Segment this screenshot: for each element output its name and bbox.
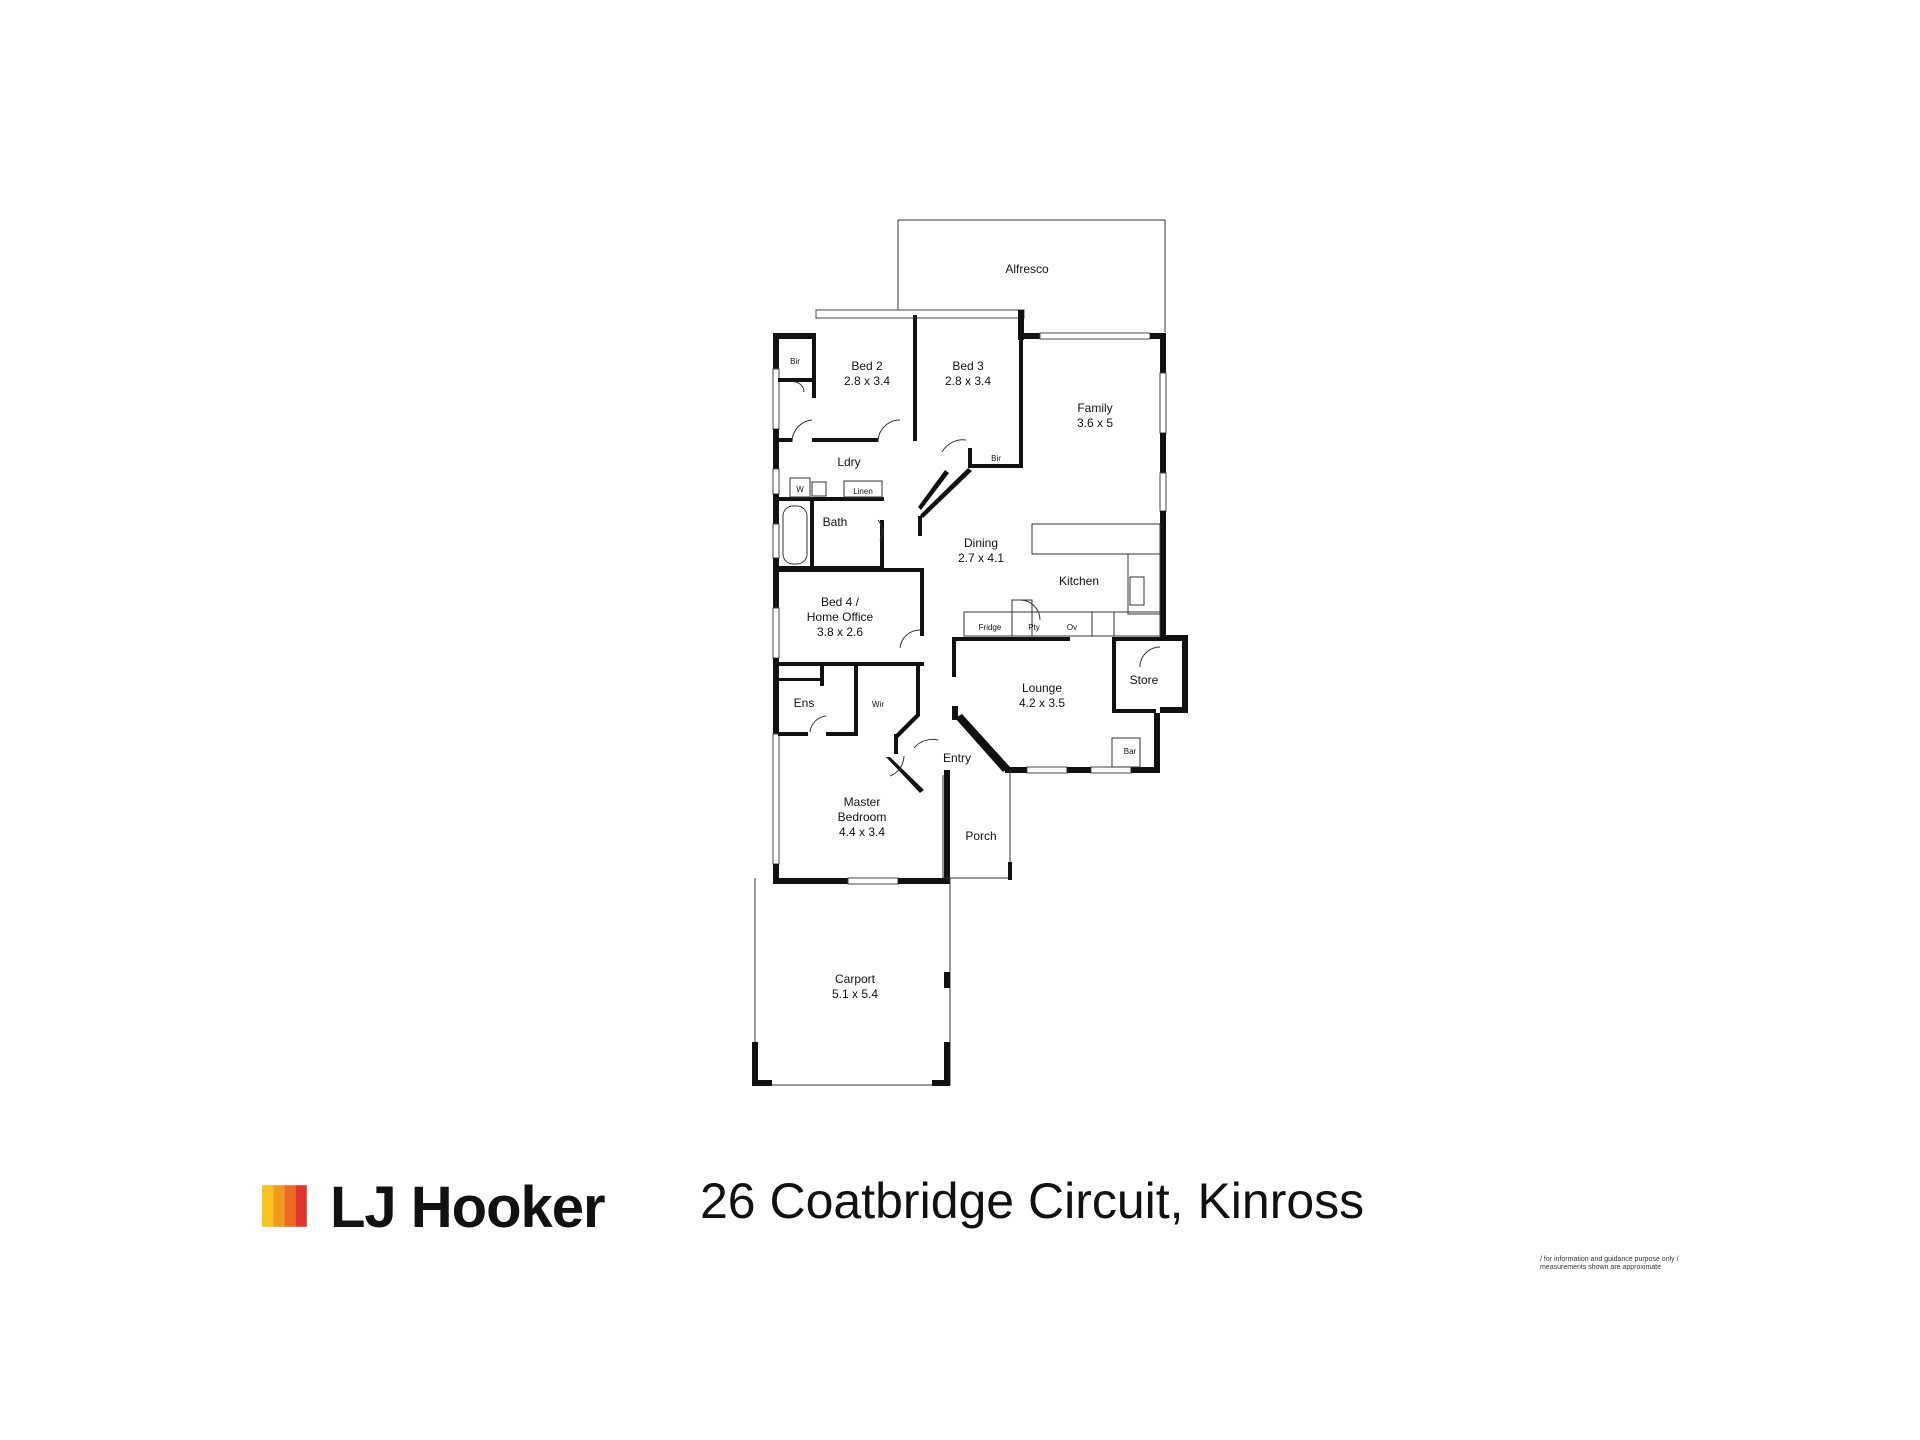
store-label: Store: [1130, 673, 1159, 687]
entry-label: Entry: [943, 751, 971, 765]
bed4-label: Bed 4 /: [821, 595, 860, 609]
lj-hooker-logo-icon: [262, 1185, 307, 1227]
door-swings: [791, 381, 1161, 777]
disclaimer-line-1: / for information and guidance purpose o…: [1540, 1256, 1679, 1263]
bed3-size: 2.8 x 3.4: [945, 374, 991, 388]
disclaimer-text: / for information and guidance purpose o…: [1540, 1256, 1700, 1272]
family-size: 3.6 x 5: [1077, 416, 1113, 430]
alfresco-area: [897, 219, 1166, 332]
bed4-label2: Home Office: [807, 610, 874, 624]
dining-size: 2.7 x 4.1: [958, 551, 1004, 565]
kitchen-label: Kitchen: [1059, 574, 1099, 588]
disclaimer-line-2: measurements shown are approximate: [1540, 1264, 1662, 1271]
exterior-walls: [772, 309, 1188, 885]
master-label2: Bedroom: [838, 810, 887, 824]
wir-label: Wir: [872, 700, 884, 709]
master-label: Master: [844, 795, 881, 809]
pantry-label: Pty: [1028, 623, 1040, 632]
oven-label: Ov: [1067, 623, 1077, 632]
bar-label: Bar: [1124, 747, 1137, 756]
bir-bed3-label: Bir: [991, 454, 1001, 463]
property-address: 26 Coatbridge Circuit, Kinross: [700, 1173, 1365, 1229]
family-label: Family: [1077, 401, 1112, 415]
fridge-label: Fridge: [979, 623, 1002, 632]
bath-label: Bath: [823, 515, 848, 529]
bed2-label: Bed 2: [851, 359, 883, 373]
lounge-size: 4.2 x 3.5: [1019, 696, 1065, 710]
bed4-size: 3.8 x 2.6: [817, 625, 863, 639]
ens-label: Ens: [794, 696, 815, 710]
bed3-label: Bed 3: [952, 359, 984, 373]
porch-label: Porch: [965, 829, 996, 843]
carport-area: [752, 878, 951, 1086]
interior-walls: [778, 315, 1161, 880]
carport-size: 5.1 x 5.4: [832, 987, 878, 1001]
bed2-size: 2.8 x 3.4: [844, 374, 890, 388]
room-labels: Alfresco Bed 2 2.8 x 3.4 Bed 3 2.8 x 3.4…: [794, 262, 1159, 1001]
master-size: 4.4 x 3.4: [839, 825, 885, 839]
linen-label: Linen: [853, 487, 873, 496]
washer-label: W: [796, 485, 804, 494]
fixture-labels: Wir Bir Bir W Linen Fridge Pty Ov Bar: [790, 357, 1136, 756]
brand-name: LJ Hooker: [330, 1175, 606, 1240]
lounge-label: Lounge: [1022, 681, 1062, 695]
carport-label: Carport: [835, 972, 876, 986]
dining-label: Dining: [964, 536, 998, 550]
ldry-label: Ldry: [837, 455, 860, 469]
bir-top-label: Bir: [790, 357, 800, 366]
alfresco-label: Alfresco: [1005, 262, 1049, 276]
